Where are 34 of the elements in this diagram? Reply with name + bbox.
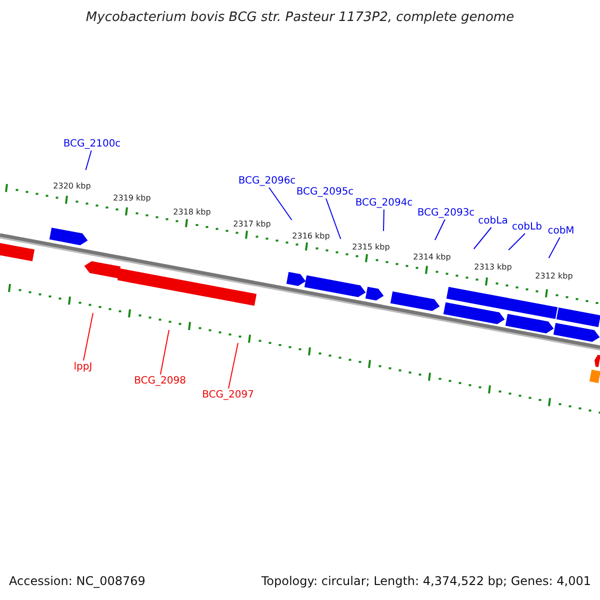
scale-label: 2313 kbp [474,262,512,272]
gene-label: BCG_2095c [296,186,354,198]
scale-label: 2319 kbp [113,194,151,202]
leader-line [548,237,560,258]
leader-line [268,187,292,220]
gene-label: BCG_2093c [417,208,475,218]
scale-label: 2318 kbp [173,208,211,216]
scale-label: 2316 kbp [292,232,330,240]
scale-label: 2314 kbp [413,252,451,262]
leader-line [473,227,492,250]
scale-label: 2320 kbp [53,182,91,190]
scale-label: 2317 kbp [233,220,271,228]
gene-label: lppJ [74,362,92,372]
gene-label: BCG_2100c [63,138,121,150]
leader-line [326,198,342,240]
genome-info-text: Topology: circular; Length: 4,374,522 bp; Genes: 4,001 [261,574,591,588]
leader-line [508,233,526,250]
scale-label: 2315 kbp [352,242,390,252]
leader-line [83,312,94,361]
gene-label: cobM [548,226,574,236]
title: Mycobacterium bovis BCG str. Pasteur 1173P2, complete genome [84,10,516,25]
gene-label: BCG_2097 [202,390,254,400]
gene-label: cobLb [512,222,542,232]
gene-label: BCG_2094c [355,198,413,208]
leader-line [383,209,384,232]
gene-label: cobLa [478,216,508,226]
leader-line [160,330,170,375]
leader-line [228,342,238,389]
leader-line [85,150,92,170]
scale-label: 2312 kbp [535,272,573,280]
gene-label: BCG_2096c [238,176,296,186]
leader-line [434,219,446,240]
accession-text: Accession: NC_008769 [9,574,146,588]
gene-label: BCG_2098 [134,376,186,386]
